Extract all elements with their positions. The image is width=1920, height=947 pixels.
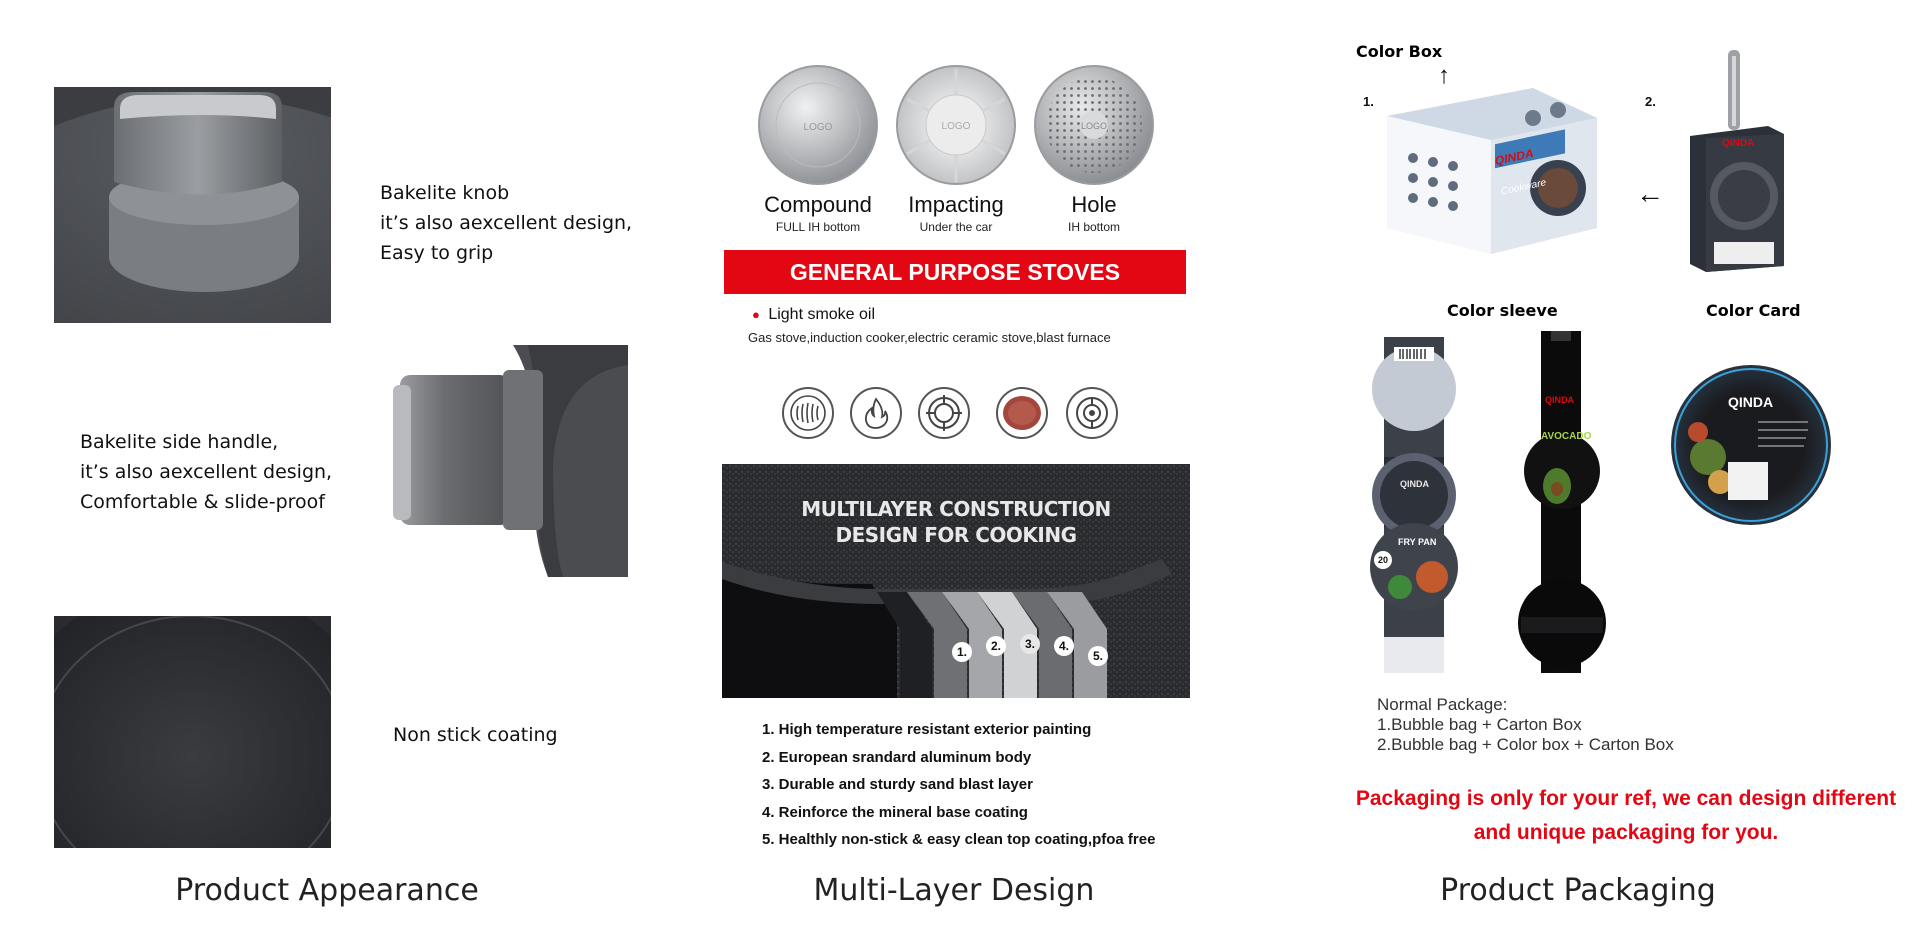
flame-icon <box>850 387 902 439</box>
impacting-label: Impacting Under the car <box>881 192 1031 234</box>
normal-package-info: Normal Package: 1.Bubble bag + Carton Bo… <box>1377 695 1797 755</box>
avocado-text: AVOCADO <box>1541 431 1592 442</box>
construction-title-line-2: DESIGN FOR COOKING <box>835 523 1077 547</box>
disc-sub: FULL IH bottom <box>775 220 861 234</box>
disc-name: Compound <box>764 192 872 217</box>
gas-burner-icon <box>918 387 970 439</box>
packaging-custom-note: Packaging is only for your ref, we can d… <box>1355 787 1897 844</box>
disc-sub: IH bottom <box>1067 220 1121 234</box>
side-handle-photo <box>388 345 628 577</box>
general-purpose-stoves-banner: GENERAL PURPOSE STOVES <box>724 250 1186 294</box>
disc-logo: LOGO <box>942 121 971 132</box>
color-sleeve-grey: QINDA FRY PAN 20 <box>1370 337 1458 673</box>
disc-logo: LOGO <box>1081 121 1107 131</box>
coating-photo <box>54 616 331 848</box>
disc-sub: Under the car <box>919 220 993 234</box>
arrow-left-icon: ← <box>1636 178 1664 209</box>
impacting-disc-icon: LOGO <box>896 65 1016 185</box>
caption-multi-layer-design: Multi-Layer Design <box>813 873 1095 908</box>
coating-illustration <box>54 616 331 848</box>
disc-name: Impacting <box>908 192 1004 217</box>
disc-name: Hole <box>1071 192 1117 217</box>
hole-disc-icon: LOGO <box>1034 65 1154 185</box>
color-card-illustration: QINDA <box>1668 362 1834 528</box>
pan-cross-section-illustration <box>722 464 1190 698</box>
disc-logo: LOGO <box>804 122 833 133</box>
layer-number-1: 1. <box>952 642 972 662</box>
side-handle-illustration <box>393 345 628 577</box>
color-box-label: Color Box <box>1356 42 1443 61</box>
color-card-label: Color Card <box>1706 301 1801 320</box>
sleeve-brand-text: QINDA <box>1400 479 1429 489</box>
caption-product-packaging: Product Packaging <box>1440 873 1716 908</box>
color-card-box-illustration: QINDA <box>1688 46 1788 272</box>
knob-description: Bakelite knob it’s also aexcellent desig… <box>380 182 633 264</box>
compound-label: Compound FULL IH bottom <box>743 192 893 234</box>
side-handle-description: Bakelite side handle, it’s also aexcelle… <box>80 431 333 513</box>
construction-title: MULTILAYER CONSTRUCTION DESIGN FOR COOKI… <box>722 496 1190 548</box>
multilayer-construction-panel: MULTILAYER CONSTRUCTION DESIGN FOR COOKI… <box>722 464 1190 698</box>
layer-item: 4. Reinforce the mineral base coating <box>762 803 1028 821</box>
color-sleeve-black: QINDA AVOCADO <box>1517 331 1607 673</box>
layer-item: 2. European srandard aluminum body <box>762 748 1032 766</box>
bottom-disc-impacting: LOGO <box>895 64 1017 191</box>
coating-description: Non stick coating <box>393 724 558 746</box>
package-number-1: 1. <box>1363 94 1374 109</box>
oil-note: ● Light smoke oil <box>752 306 875 324</box>
normal-package-option-2: 2.Bubble bag + Color box + Carton Box <box>1377 735 1674 754</box>
ceramic-plate-icon <box>996 387 1048 439</box>
oil-note-text: Light smoke oil <box>768 306 876 323</box>
layer-item: 5. Healthly non-stick & easy clean top c… <box>762 831 1156 848</box>
compound-disc-icon: LOGO <box>758 65 878 185</box>
stove-list: Gas stove,induction cooker,electric cera… <box>748 330 1111 345</box>
layer-number-5: 5. <box>1088 646 1108 666</box>
color-sleeve-label: Color sleeve <box>1447 301 1558 320</box>
layer-number-2: 2. <box>986 636 1006 656</box>
color-box-illustration: QINDA Cookware <box>1383 78 1605 258</box>
sleeve-brand-text: QINDA <box>1545 395 1574 405</box>
red-bullet-icon: ● <box>752 307 760 322</box>
card-brand-text: QINDA <box>1728 394 1774 410</box>
construction-title-line-1: MULTILAYER CONSTRUCTION <box>801 497 1111 521</box>
layer-number-4: 4. <box>1054 636 1074 656</box>
normal-package-title: Normal Package: <box>1377 695 1508 714</box>
normal-package-option-1: 1.Bubble bag + Carton Box <box>1377 715 1582 734</box>
bottom-disc-hole: LOGO <box>1033 64 1155 191</box>
layer-item: 3. Durable and sturdy sand blast layer <box>762 776 1033 793</box>
hole-label: Hole IH bottom <box>1019 192 1169 234</box>
hotplate-icon <box>1066 387 1118 439</box>
fry-pan-text: FRY PAN <box>1398 537 1437 547</box>
package-number-2: 2. <box>1645 94 1656 109</box>
layer-item: 1. High temperature resistant exterior p… <box>762 721 1092 738</box>
caption-product-appearance: Product Appearance <box>175 873 479 908</box>
knob-photo <box>54 87 331 323</box>
knob-illustration <box>54 92 331 323</box>
bottom-disc-compound: LOGO <box>757 64 879 191</box>
size-badge: 20 <box>1374 551 1392 569</box>
layer-list: 1. High temperature resistant exterior p… <box>762 716 1182 854</box>
layer-number-3: 3. <box>1020 634 1040 654</box>
card-box-brand-text: QINDA <box>1722 138 1755 149</box>
induction-coil-icon <box>782 387 834 439</box>
arrow-up-icon: ↑ <box>1438 62 1450 89</box>
